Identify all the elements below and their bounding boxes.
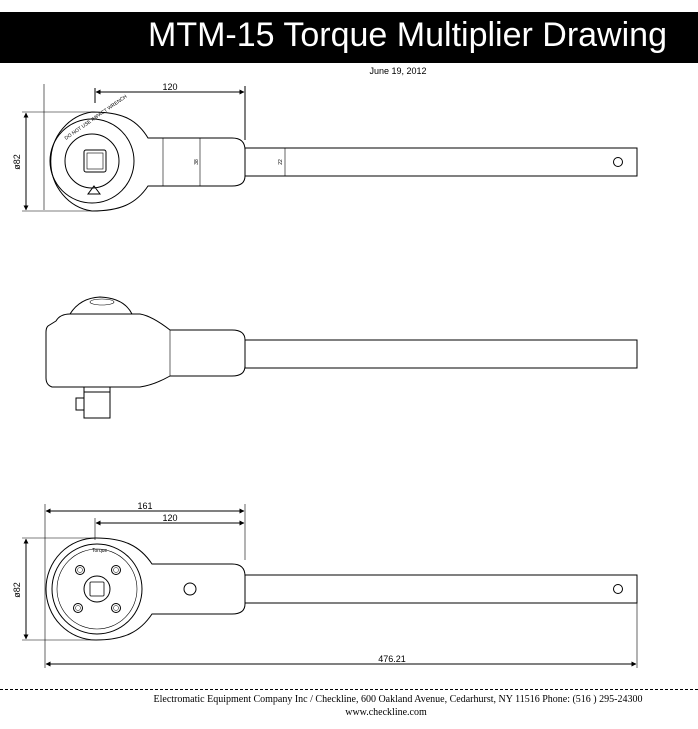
bolt-bottom-left bbox=[73, 603, 83, 613]
side-view bbox=[45, 296, 638, 419]
drawing-date: June 19, 2012 bbox=[369, 66, 427, 76]
bolt-bottom-left-inner bbox=[75, 605, 81, 611]
square-drive bbox=[83, 149, 107, 173]
bolt-top-right bbox=[111, 565, 121, 575]
bottom-ring-middle bbox=[56, 548, 138, 630]
dim-22-label: 22 bbox=[278, 159, 284, 165]
side-dome-cap bbox=[89, 298, 115, 306]
side-handle-bar bbox=[244, 339, 638, 369]
side-drive-pin bbox=[75, 397, 85, 411]
bottom-square-drive bbox=[89, 581, 105, 597]
bottom-ring-outer bbox=[51, 543, 143, 635]
dim-38-label: 38 bbox=[194, 159, 200, 165]
top-view: 120 ø82 DO NOT USE IMPACT WRENCH 38 22 bbox=[12, 82, 638, 212]
square-drive-inner bbox=[86, 152, 104, 170]
title-bar: MTM-15 Torque Multiplier Drawing bbox=[0, 12, 698, 63]
handle-hole bbox=[613, 157, 623, 167]
bottom-view: 161 120 ø82 Torque 476.21 bbox=[12, 501, 638, 668]
bottom-hex-recess bbox=[83, 575, 111, 603]
side-head-dome bbox=[69, 296, 133, 315]
handle-bar bbox=[244, 147, 638, 177]
bolt-top-left bbox=[75, 565, 85, 575]
dim-dia-b-label: ø82 bbox=[12, 582, 22, 598]
dim-length-label: 476.21 bbox=[378, 654, 406, 664]
bolt-bottom-right-inner bbox=[113, 605, 119, 611]
footer-address: Electromatic Equipment Company Inc / Che… bbox=[153, 694, 643, 705]
page-title: MTM-15 Torque Multiplier Drawing bbox=[148, 16, 667, 54]
bolt-top-left-inner bbox=[77, 567, 83, 573]
dim-120-label: 120 bbox=[162, 82, 177, 92]
side-square-drive bbox=[83, 391, 111, 419]
dim-dia-label: ø82 bbox=[12, 154, 22, 170]
bolt-top-right-inner bbox=[113, 567, 119, 573]
footer-website: www.checkline.com bbox=[345, 707, 427, 718]
ring-torque-text: Torque bbox=[92, 548, 108, 554]
bottom-port bbox=[183, 582, 197, 596]
bottom-handle-hole bbox=[613, 584, 623, 594]
dim-120b-label: 120 bbox=[162, 513, 177, 523]
head-outline bbox=[50, 111, 246, 212]
head-ring-inner bbox=[64, 133, 120, 189]
footer-divider bbox=[0, 689, 698, 690]
bottom-head-outline bbox=[45, 537, 246, 641]
bottom-handle-bar bbox=[244, 574, 638, 604]
bolt-bottom-right bbox=[111, 603, 121, 613]
side-body-outline bbox=[45, 313, 246, 388]
head-ring-outer bbox=[49, 118, 135, 204]
dim-161-label: 161 bbox=[137, 501, 152, 511]
warning-triangle-icon bbox=[87, 185, 101, 195]
